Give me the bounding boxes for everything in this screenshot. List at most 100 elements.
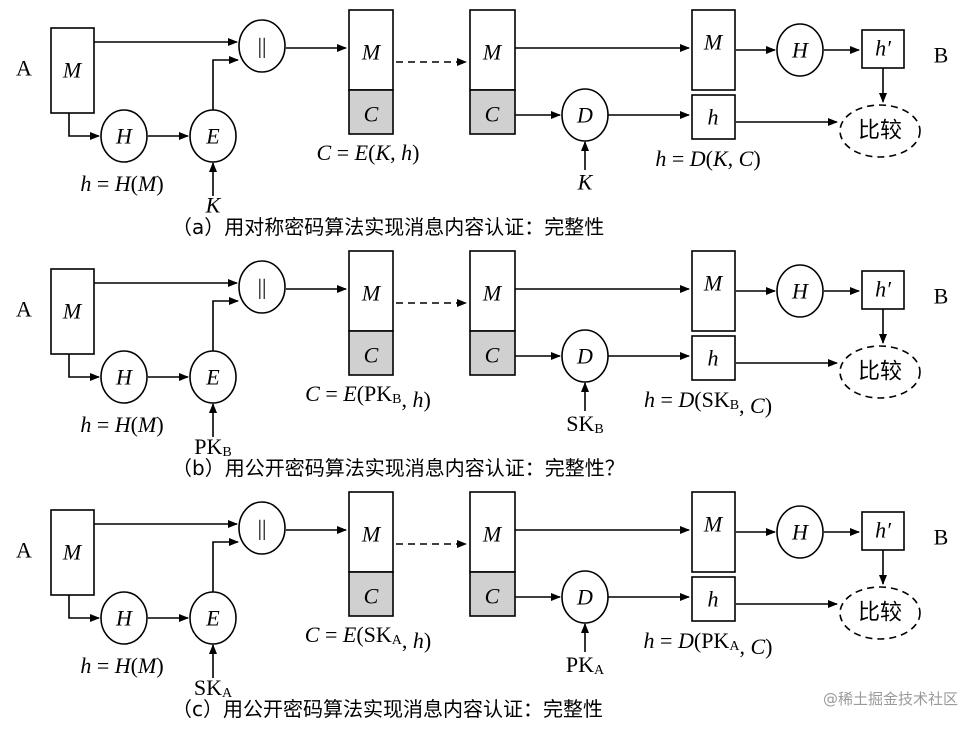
sender-hash-node (100, 350, 148, 404)
received-cipher-box (469, 89, 516, 135)
arrow-encrypt-to-concat (212, 538, 239, 592)
receiver-hash-node (776, 23, 824, 77)
received-cipher-box (469, 571, 516, 617)
compare-label: 比较 (858, 119, 902, 144)
decrypt-key-label: SKB (566, 411, 603, 437)
packet-cipher-label: C (364, 102, 379, 127)
receiver-hash-fn-label: H (791, 520, 809, 545)
sender-hash-formula: h = H(M) (80, 171, 163, 196)
compare-node (839, 104, 921, 158)
panel-caption: （b）用公开密码算法实现消息内容认证：完整性？ (172, 456, 625, 480)
sender-hash-formula: h = H(M) (80, 412, 163, 437)
cipher-formula: C = E(PKB, h) (305, 381, 431, 412)
compare-label: 比较 (858, 601, 902, 626)
packet-cipher-box (348, 571, 394, 617)
compare-node (839, 345, 921, 399)
packet-cipher-label: C (364, 343, 379, 368)
packet-cipher-label: C (364, 584, 379, 609)
packet-message-label: M (361, 40, 382, 65)
arrow-encrypt-to-concat (212, 56, 239, 110)
compare-node (839, 586, 921, 640)
arrow-encrypt-to-concat (212, 297, 239, 351)
encrypt-key-label: K (205, 193, 222, 218)
sender-message-box (50, 27, 95, 114)
receiver-hash-box (691, 335, 736, 381)
receiver-message-label: M (703, 30, 724, 55)
receiver-message-label: M (703, 512, 724, 537)
sender-label: A (16, 56, 32, 81)
receiver-hash-label: h (708, 105, 719, 130)
encrypt-key-label: SKA (194, 675, 233, 701)
sender-message-box (50, 268, 95, 355)
decrypt-label: D (576, 344, 593, 369)
sender-hash-label: H (115, 124, 133, 149)
arrow-message-to-hash (68, 595, 100, 622)
received-cipher-box (469, 330, 516, 376)
arrow-message-to-hash (68, 113, 100, 140)
sender-message-label: M (62, 299, 83, 324)
panel-caption: （c）用公开密码算法实现消息内容认证：完整性 (172, 697, 603, 721)
receiver-hash-label: h (708, 587, 719, 612)
encrypt-label: E (205, 365, 220, 390)
receiver-hash-label: h (708, 346, 719, 371)
sender-hash-formula: h = H(M) (80, 653, 163, 678)
encrypt-label: E (205, 124, 220, 149)
sender-hash-label: H (115, 365, 133, 390)
decrypt-key-label: K (577, 170, 594, 195)
hash-prime-label: h′ (875, 277, 892, 302)
receiver-hash-node (776, 264, 824, 318)
encrypt-key-label: PKB (194, 434, 231, 460)
receiver-message-box (691, 9, 736, 91)
receiver-message-label: M (703, 271, 724, 296)
received-message-label: M (482, 522, 503, 547)
panel-b: A B M H E || h = H(M) PKB M C C = E(PKB, h) M C D SKB M… (16, 250, 949, 480)
hash-prime-box (861, 270, 905, 310)
packet-cipher-box (348, 330, 394, 376)
packet-cipher-box (348, 89, 394, 135)
receiver-label: B (934, 525, 949, 550)
concat-node (238, 260, 286, 314)
received-cipher-label: C (485, 343, 500, 368)
packet-message-box (348, 491, 394, 573)
concat-node (238, 19, 286, 73)
decrypt-label: D (576, 103, 593, 128)
sender-message-box (50, 509, 95, 596)
packet-message-box (348, 250, 394, 332)
concat-label: || (258, 516, 267, 541)
received-message-label: M (482, 40, 503, 65)
panel-caption: （a）用对称密码算法实现消息内容认证：完整性 (172, 215, 604, 239)
cipher-formula: C = E(SKA, h) (305, 622, 431, 653)
decrypt-label: D (576, 585, 593, 610)
packet-message-label: M (361, 522, 382, 547)
decrypt-formula: h = D(SKB, C) (644, 387, 772, 418)
hash-prime-box (861, 511, 905, 551)
receiver-hash-fn-label: H (791, 279, 809, 304)
receiver-label: B (934, 284, 949, 309)
sender-label: A (16, 297, 32, 322)
compare-label: 比较 (858, 360, 902, 385)
watermark: @稀土掘金技术社区 (823, 690, 958, 708)
encrypt-label: E (205, 606, 220, 631)
received-cipher-label: C (485, 102, 500, 127)
receiver-message-box (691, 491, 736, 573)
decrypt-formula: h = D(PKA, C) (644, 628, 773, 659)
receiver-hash-node (776, 505, 824, 559)
received-message-label: M (482, 281, 503, 306)
sender-hash-node (100, 109, 148, 163)
hash-prime-box (861, 29, 905, 69)
received-message-box (469, 491, 516, 573)
packet-message-label: M (361, 281, 382, 306)
received-cipher-label: C (485, 584, 500, 609)
sender-message-label: M (62, 58, 83, 83)
sender-message-label: M (62, 540, 83, 565)
arrow-message-to-hash (68, 354, 100, 381)
decrypt-key-label: PKA (566, 652, 605, 678)
hash-prime-label: h′ (875, 36, 892, 61)
sender-hash-node (100, 591, 148, 645)
receiver-hash-fn-label: H (791, 38, 809, 63)
concat-label: || (258, 275, 267, 300)
receiver-hash-box (691, 94, 736, 140)
